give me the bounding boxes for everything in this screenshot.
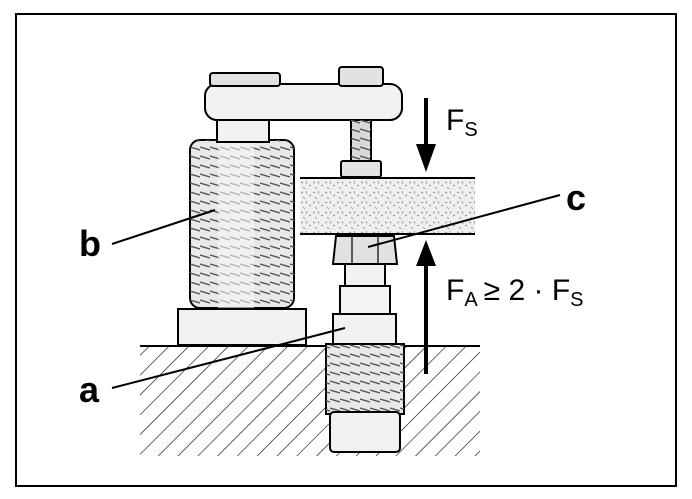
swing-clamp-icon: [177, 72, 403, 346]
clamp-bolt-icon: [338, 66, 384, 178]
label-b: b: [79, 223, 101, 264]
threaded-support-element-icon: [325, 235, 405, 453]
label-c: c: [566, 177, 586, 218]
workpiece-icon: [300, 177, 475, 235]
force-arrow-fs-icon: [416, 98, 436, 172]
force-fa-label: FA≥ 2 · FS: [446, 274, 584, 311]
base-plate-icon: [177, 308, 307, 346]
label-a: a: [79, 369, 100, 410]
leader-line-a: [111, 327, 346, 389]
ground-hatch: [140, 345, 480, 456]
leader-line-b: [111, 209, 216, 245]
support-nut-icon: [331, 235, 399, 265]
leader-line-c: [367, 194, 561, 248]
force-fs-label: FS: [446, 104, 478, 141]
force-arrow-fa-icon: [416, 240, 436, 374]
